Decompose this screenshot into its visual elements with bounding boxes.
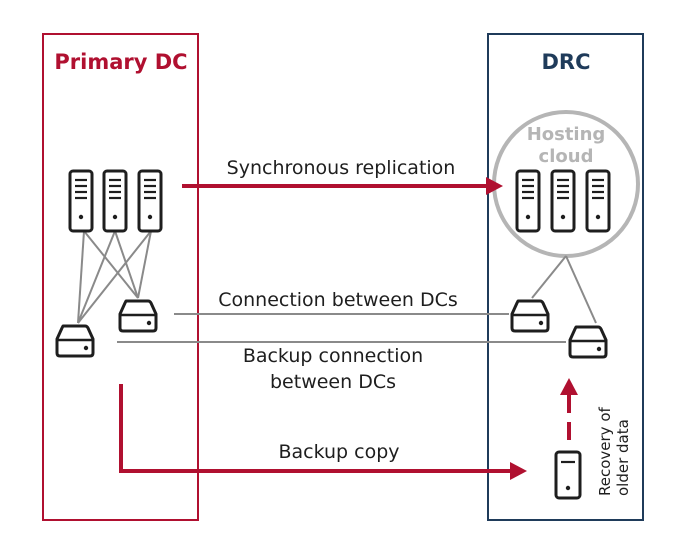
connection-between-label: Connection between DCs (218, 289, 458, 311)
backup-storage-icon (554, 450, 582, 500)
sync-replication-label: Synchronous replication (227, 157, 456, 179)
server-icon (515, 169, 541, 233)
server-icon (68, 169, 94, 233)
backup-copy-label: Backup copy (278, 441, 399, 463)
drc-box (487, 33, 644, 521)
primary-switch-upper-icon (118, 299, 158, 333)
recovery-arrowhead (560, 378, 578, 395)
sync-replication-arrowhead (486, 177, 503, 195)
recovery-label: Recovery of (596, 407, 614, 496)
primary-mesh-links (77, 230, 152, 324)
primary-dc-box (42, 33, 199, 521)
primary-switch-lower-icon (55, 324, 95, 358)
server-icon (585, 169, 611, 233)
drc-server-group (515, 169, 611, 233)
hosting-cloud-label: Hosting (527, 124, 606, 145)
backup-connection-label: between DCs (270, 371, 396, 393)
primary-server-group (68, 169, 163, 233)
backup-connection-label: Backup connection (243, 345, 423, 367)
server-icon (550, 169, 576, 233)
recovery-label: older data (614, 419, 632, 496)
backup-copy-arrowhead (510, 462, 527, 480)
primary-dc-title: Primary DC (54, 50, 187, 74)
drc-cloud-links (531, 255, 597, 324)
drc-title: DRC (541, 50, 590, 74)
hosting-cloud-label: cloud (539, 146, 594, 167)
backup-copy-path (119, 384, 512, 473)
server-icon (102, 169, 128, 233)
server-icon (137, 169, 163, 233)
drc-switch-lower-icon (568, 325, 608, 359)
drc-switch-upper-icon (510, 299, 550, 333)
